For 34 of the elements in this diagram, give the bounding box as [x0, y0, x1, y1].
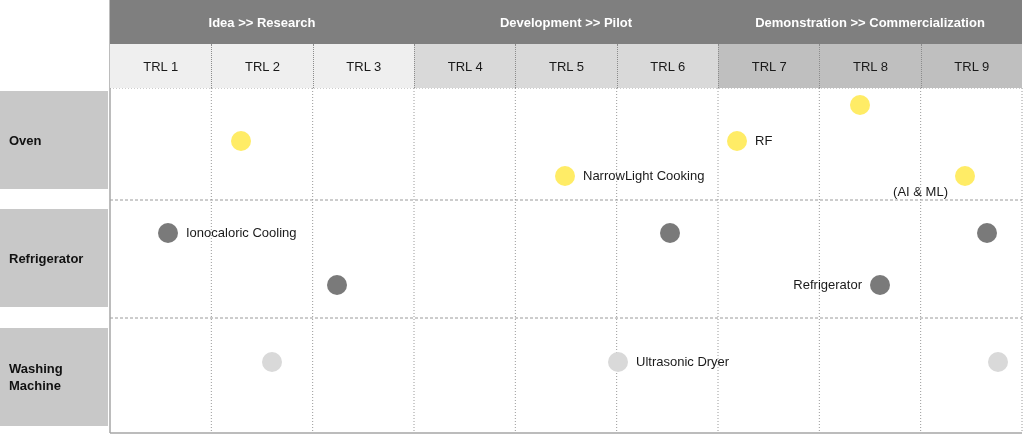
dot-label: RF: [755, 133, 773, 149]
dot-label: (AI & ML): [893, 184, 948, 200]
level-header: TRL 3: [312, 44, 414, 88]
dot-label: Ultrasonic Dryer: [636, 354, 730, 370]
dot-marker: [977, 223, 997, 243]
dot-marker: [870, 275, 890, 295]
dot-marker: [850, 95, 870, 115]
row-header: Oven: [0, 91, 108, 189]
dot-marker: [727, 131, 747, 151]
level-header: TRL 7: [718, 44, 820, 88]
dot-marker: [158, 223, 178, 243]
dot-label: NarrowLight Cooking: [583, 168, 705, 184]
level-header: TRL 6: [616, 44, 718, 88]
dot-marker: [955, 166, 975, 186]
dot-marker: [327, 275, 347, 295]
row-header: Washing Machine: [0, 328, 108, 426]
level-header: TRL 2: [211, 44, 313, 88]
dot-marker: [231, 131, 251, 151]
level-header: TRL 4: [414, 44, 516, 88]
dot-label: Refrigerator: [793, 277, 862, 293]
dot-marker: [555, 166, 575, 186]
dot-marker: [608, 352, 628, 372]
phase-header: Idea >> Research: [110, 0, 414, 44]
level-header: TRL 8: [819, 44, 921, 88]
phase-header: Demonstration >> Commercialization: [718, 0, 1022, 44]
dot-label: Ionocaloric Cooling: [186, 225, 297, 241]
level-header: TRL 5: [515, 44, 617, 88]
dot-marker: [660, 223, 680, 243]
dot-marker: [262, 352, 282, 372]
phase-header: Development >> Pilot: [414, 0, 718, 44]
dot-marker: [988, 352, 1008, 372]
level-header: TRL 1: [110, 44, 212, 88]
row-header: Refrigerator: [0, 209, 108, 307]
level-header: TRL 9: [920, 44, 1022, 88]
